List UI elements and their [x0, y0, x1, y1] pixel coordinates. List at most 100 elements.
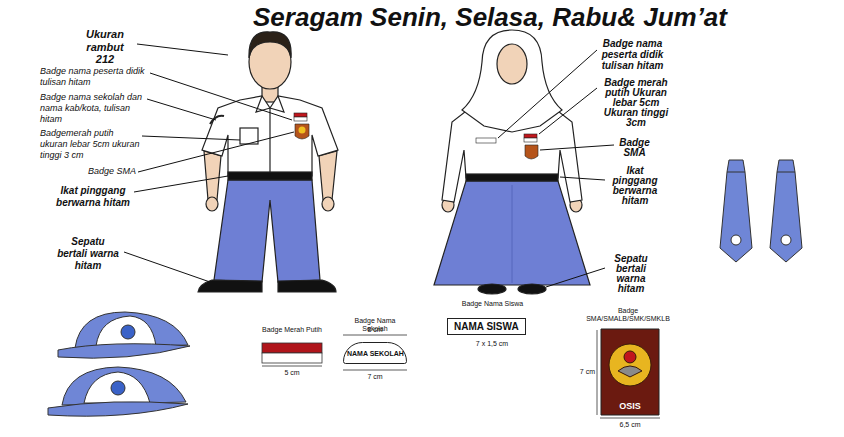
skirt [434, 181, 590, 285]
leader-line [539, 88, 597, 134]
hand [206, 197, 218, 211]
shoe [278, 280, 336, 292]
sma-badge [295, 124, 309, 139]
leader-line [138, 132, 294, 172]
trousers [214, 180, 320, 282]
school-badge [210, 116, 224, 124]
leader-lines [124, 44, 614, 287]
callout-label: Badge nama peserta didik tulisan hitam [40, 66, 150, 88]
belt [228, 172, 312, 180]
leader-line [142, 136, 240, 140]
leader-line [137, 44, 228, 55]
flag-sample [262, 353, 322, 363]
dimension-line [600, 418, 660, 419]
tie-logo [781, 235, 791, 245]
badge-caption: 6,5 cm [610, 421, 650, 429]
badge-caption: Badge Merah Putih [262, 326, 322, 334]
cap-logo [111, 381, 125, 395]
badge-emblem [609, 344, 651, 386]
callout-label: Sepatu bertali warna hitam [605, 254, 657, 294]
callout-label: Badge nama sekolah dan nama kab/kota, tu… [40, 92, 145, 124]
cap-body [62, 367, 186, 405]
leader-line [150, 73, 292, 120]
dimension-line [343, 335, 407, 336]
cap-logo [121, 325, 135, 339]
belt [466, 174, 558, 181]
sma-badge [299, 127, 306, 134]
shirt [202, 96, 338, 176]
tie [770, 160, 802, 262]
badge-title: NAMA SEKOLAH [347, 350, 403, 358]
cap-front [96, 316, 156, 346]
sma-badge [525, 145, 538, 159]
badge-caption: Badge Nama Siswa [455, 300, 530, 308]
flag-badge [294, 117, 307, 121]
badge-text: OSIS [619, 402, 641, 412]
arm [204, 151, 221, 200]
tie-logo [731, 235, 741, 245]
name-badge: NAMA SISWA [447, 318, 526, 335]
badge-ground [601, 329, 659, 415]
badge-samples [262, 330, 660, 418]
leader-line [560, 177, 605, 180]
dimension-line [262, 366, 322, 367]
cap-front [84, 372, 150, 403]
male-figure [198, 32, 338, 292]
badge-caption: 7 x 1,5 cm [452, 340, 532, 348]
flag-badge [524, 138, 537, 142]
badge-caption: Badge SMA/SMALB/SMK/SMKLB [578, 307, 678, 322]
callout-label: Sepatu bertali warna hitam [55, 236, 121, 272]
sma-badge: OSIS [600, 328, 660, 416]
leader-line [147, 99, 216, 120]
arm [319, 151, 337, 200]
cap-body [75, 312, 188, 348]
cap-visor [58, 344, 190, 358]
badge-caption: 7 cm [572, 368, 595, 376]
female-figure [434, 30, 590, 294]
leader-line [546, 268, 605, 287]
badge-title: NAMA SISWA [454, 321, 519, 332]
callout-label: Badgemerah putih ukuran lebar 5cm ukuran… [40, 128, 140, 160]
callout-label: Badge nama peserta didik tulisan hitam [585, 38, 680, 71]
shoe [198, 280, 262, 292]
caps [48, 312, 190, 416]
cap-visor [48, 402, 188, 416]
leader-line [124, 252, 210, 282]
ties [720, 160, 802, 262]
tie [720, 160, 752, 262]
tie-knot [777, 172, 795, 173]
badge-caption: 8 cm [355, 326, 395, 334]
leader-line [498, 50, 597, 138]
shoe [518, 284, 546, 294]
hijab [462, 30, 562, 132]
hair [249, 32, 291, 58]
placket [269, 108, 270, 174]
callout-label: Ikat pinggang berwarna hitam [55, 185, 131, 209]
badge-torch [624, 351, 636, 363]
leader-line [134, 176, 228, 192]
shoe [478, 284, 506, 294]
flag-sample [262, 343, 322, 353]
dimension-line [597, 330, 598, 415]
flag-badge [294, 113, 307, 117]
page-title: Seragam Senin, Selasa, Rabu& Jum’at [170, 2, 810, 33]
dimension-line [343, 370, 407, 371]
badge-book [618, 366, 642, 377]
callout-label: Badge SMA [612, 138, 657, 158]
callout-label: Badge SMA [88, 166, 148, 177]
badge-caption: 7 cm [355, 373, 395, 381]
tie-knot [727, 172, 745, 173]
leader-line [540, 145, 614, 150]
face [497, 44, 527, 84]
school-badge: NAMA SEKOLAH [343, 342, 407, 364]
name-badge [476, 138, 496, 143]
hand [322, 197, 334, 211]
skirt-fold [511, 185, 512, 283]
badge-caption: 5 cm [272, 369, 312, 377]
callout-label: Ikat pinggang berwarna hitam [605, 166, 665, 206]
callout-label: Badge merah putih Ukuran lebar 5cm Ukura… [600, 78, 672, 128]
flag-badge [524, 134, 537, 138]
callout-label: Ukuran rambut 212 [77, 28, 133, 66]
